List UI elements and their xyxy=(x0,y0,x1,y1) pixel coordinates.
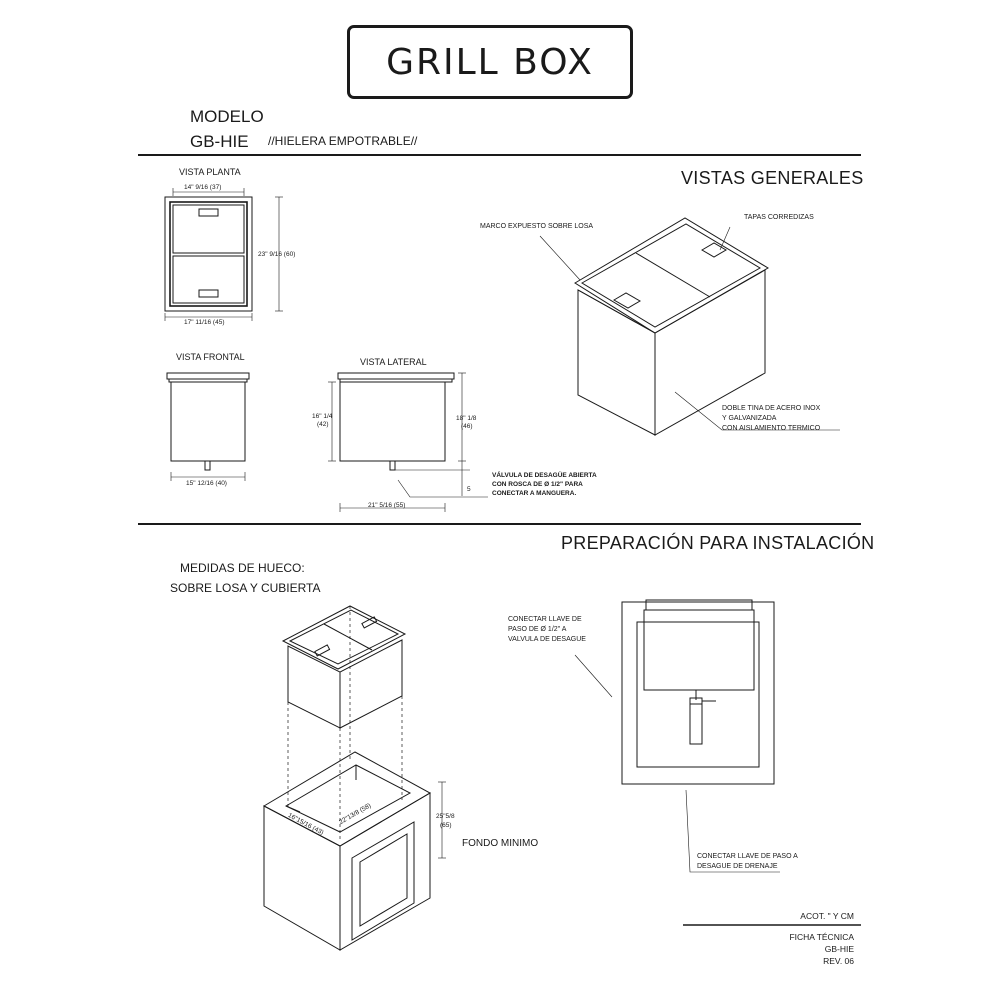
llave-drenaje-label: CONECTAR LLAVE DE PASO A DESAGUE DE DREN… xyxy=(697,853,798,870)
vista-lateral-dim-small: 5 xyxy=(467,486,471,493)
vista-lateral-drawing xyxy=(328,372,488,512)
instalacion-title: PREPARACIÓN PARA INSTALACIÓN xyxy=(561,533,875,553)
valve-note: VÁLVULA DE DESAGÜE ABIERTA CON ROSCA DE … xyxy=(492,472,597,497)
vista-frontal-drawing xyxy=(166,372,250,481)
vista-frontal-label: VISTA FRONTAL xyxy=(176,352,245,362)
logo-text: GRILL BOX xyxy=(386,41,594,83)
vista-planta-dim-bottom: 17" 11/16 (45) xyxy=(184,319,225,326)
vista-lateral-dim-right-cm: (46) xyxy=(461,423,473,430)
vista-lateral-dim-left-cm: (42) xyxy=(317,421,329,428)
installation-section-drawing xyxy=(574,599,780,873)
fondo-minimo-label: FONDO MINIMO xyxy=(462,838,539,849)
logo: GRILL BOX xyxy=(347,25,633,99)
vista-planta-dim-right: 23" 9/16 (60) xyxy=(258,251,296,258)
vista-planta-dim-top: 14" 9/16 (37) xyxy=(184,184,222,191)
vista-planta-label: VISTA PLANTA xyxy=(179,167,241,177)
footer-block: FICHA TÉCNICA GB-HIE REV. 06 xyxy=(789,931,854,967)
model-code: GB-HIE xyxy=(190,132,249,151)
hole-label: MEDIDAS DE HUECO: SOBRE LOSA Y CUBIERTA xyxy=(170,561,321,595)
vista-lateral-dim-left: 16" 1/4 xyxy=(312,413,333,420)
model-description: //HIELERA EMPOTRABLE// xyxy=(268,134,418,148)
isometric-box-drawing xyxy=(539,217,840,436)
exploded-box-drawing xyxy=(262,605,446,951)
ficha-tecnica-label: FICHA TÉCNICA xyxy=(789,932,854,942)
tapas-label: TAPAS CORREDIZAS xyxy=(744,214,814,221)
vista-lateral-dim-right: 18" 1/8 xyxy=(456,415,477,422)
hole-dim-height: 25"5/8 xyxy=(436,813,455,820)
vista-lateral-label: VISTA LATERAL xyxy=(360,357,427,367)
vistas-generales-title: VISTAS GENERALES xyxy=(681,168,864,188)
hole-dim-height-cm: (65) xyxy=(440,822,452,829)
marco-label: MARCO EXPUESTO SOBRE LOSA xyxy=(480,223,594,230)
vista-planta-drawing xyxy=(164,188,283,321)
footer-rev: REV. 06 xyxy=(823,956,854,966)
vista-frontal-dim-bottom: 15" 12/16 (40) xyxy=(186,480,227,487)
llave-valvula-label: CONECTAR LLAVE DE PASO DE Ø 1/2" A VALVU… xyxy=(508,616,586,643)
footer-model: GB-HIE xyxy=(824,944,854,954)
tina-label: DOBLE TINA DE ACERO INOX Y GALVANIZADA C… xyxy=(722,405,821,432)
acot-label: ACOT. " Y CM xyxy=(800,911,854,921)
vista-lateral-dim-bottom: 21" 5/16 (55) xyxy=(368,502,406,509)
modelo-label: MODELO xyxy=(190,107,264,126)
